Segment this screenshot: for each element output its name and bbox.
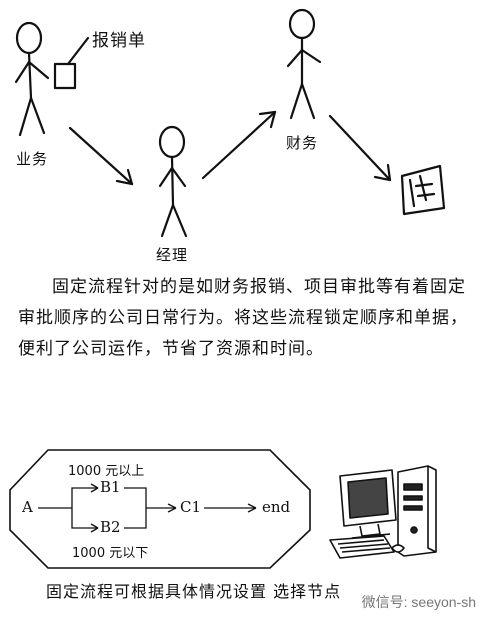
edge-b1-merge	[124, 487, 147, 508]
finance-label: 财务	[286, 134, 319, 152]
voucher-sheet	[53, 36, 90, 90]
arrow-finance-to-stamp	[328, 114, 392, 182]
description-paragraph: 固定流程针对的是如财务报销、项目审批等有着固定审批顺序的公司日常行为。将这些流程…	[18, 272, 468, 365]
node-end: end	[262, 498, 291, 516]
edge-to-b2	[71, 508, 98, 529]
flow-diagram	[9, 449, 311, 569]
node-b1: B1	[100, 478, 121, 496]
voucher-label: 报销单	[92, 31, 146, 51]
flow-frame	[9, 449, 311, 569]
computer-illustration	[329, 465, 437, 559]
manager-figure	[158, 125, 188, 238]
manager-label: 经理	[156, 246, 189, 264]
node-c1: C1	[180, 498, 202, 516]
condition-top-label: 1000 元以上	[68, 464, 145, 479]
condition-bottom-label: 1000 元以下	[72, 546, 149, 561]
edge-b2-merge	[124, 508, 147, 529]
caption: 固定流程可根据具体情况设置 选择节点	[46, 582, 342, 601]
node-a: A	[22, 498, 33, 516]
business-label: 业务	[16, 150, 49, 168]
business-person-figure	[14, 21, 50, 137]
edge-to-b1	[71, 487, 98, 508]
description-text: 固定流程针对的是如财务报销、项目审批等有着固定审批顺序的公司日常行为。将这些流程…	[18, 277, 468, 359]
arrow-manager-to-finance	[201, 110, 277, 180]
watermark: 微信号: seeyon-sh	[361, 594, 476, 610]
arrow-business-to-manager	[68, 126, 134, 186]
approval-stamp-icon	[400, 164, 446, 216]
node-b2: B2	[100, 518, 121, 536]
finance-person-figure	[286, 8, 322, 120]
